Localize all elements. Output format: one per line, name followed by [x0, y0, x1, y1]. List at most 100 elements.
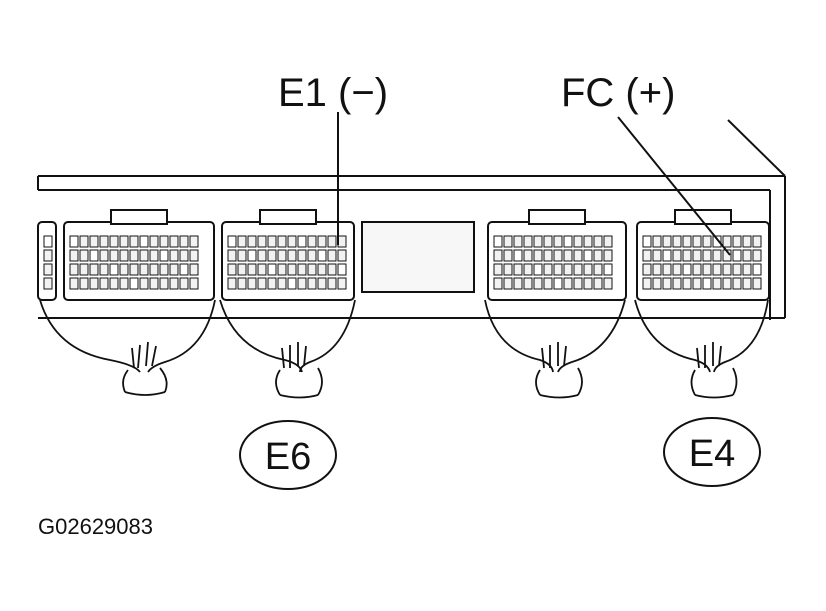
connector-pin: [247, 277, 257, 290]
connector-e4-body: [636, 209, 770, 301]
connector-pin: [642, 249, 652, 262]
connector-pin: [742, 263, 752, 276]
wire-harness-e6: [219, 299, 356, 399]
connector-pin: [722, 235, 732, 248]
connector-pin: [119, 249, 129, 262]
connector-pin: [267, 235, 277, 248]
connector-pin: [662, 249, 672, 262]
connector-pin: [307, 277, 317, 290]
connector-pin: [149, 249, 159, 262]
connector-pin: [119, 235, 129, 248]
connector-pin: [503, 277, 513, 290]
connector-pin: [287, 263, 297, 276]
connector-pin: [563, 235, 573, 248]
connector-pin: [742, 249, 752, 262]
connector-pin: [277, 263, 287, 276]
connector-pin: [159, 277, 169, 290]
wire-harness-e5: [484, 299, 626, 399]
connector-pin: [553, 263, 563, 276]
connector-pin: [702, 277, 712, 290]
connector-e5-body: [487, 209, 627, 301]
connector-pin: [752, 277, 762, 290]
connector-pin: [493, 277, 503, 290]
connector-pin: [237, 277, 247, 290]
connector-pin: [89, 263, 99, 276]
fc-terminal-label: FC (+): [561, 71, 675, 115]
connector-pin: [179, 277, 189, 290]
connector-pin: [79, 277, 89, 290]
connector-pin: [672, 235, 682, 248]
connector-pin: [227, 263, 237, 276]
connector-pin: [513, 277, 523, 290]
e1-terminal-label: E1 (−): [278, 71, 388, 115]
connector-pin: [277, 277, 287, 290]
connector-pin: [692, 235, 702, 248]
connector-pin: [79, 249, 89, 262]
connector-pin: [139, 249, 149, 262]
connector-pin: [682, 263, 692, 276]
connector-pin: [227, 235, 237, 248]
connector-pin: [702, 263, 712, 276]
connector-pin: [43, 277, 53, 290]
connector-pin: [109, 263, 119, 276]
connector-pin: [139, 235, 149, 248]
connector-pin: [237, 249, 247, 262]
connector-pin: [287, 277, 297, 290]
connector-pin: [573, 263, 583, 276]
connector-pin: [672, 263, 682, 276]
connector-pin: [139, 277, 149, 290]
connector-pin: [732, 263, 742, 276]
connector-pin: [317, 235, 327, 248]
connector-pin: [583, 235, 593, 248]
connector-pin: [149, 235, 159, 248]
connector-pin: [169, 277, 179, 290]
connector-pin: [267, 277, 277, 290]
connector-pin: [159, 263, 169, 276]
connector-pin: [513, 263, 523, 276]
connector-pin: [129, 249, 139, 262]
connector-pin: [553, 235, 563, 248]
connector-pin: [702, 235, 712, 248]
connector-pin: [287, 249, 297, 262]
connector-pin: [159, 249, 169, 262]
wire-harness-e6-left: [39, 299, 216, 396]
connector-pin: [317, 277, 327, 290]
connector-pin: [712, 263, 722, 276]
e6-connector-label: E6: [265, 436, 311, 478]
connector-pin: [563, 277, 573, 290]
connector-pin: [503, 263, 513, 276]
connector-pin: [553, 249, 563, 262]
connector-pin: [247, 235, 257, 248]
connector-pin: [119, 263, 129, 276]
connector-pin: [682, 235, 692, 248]
connector-pin: [257, 277, 267, 290]
connector-pin: [493, 263, 503, 276]
connector-pin: [593, 249, 603, 262]
connector-pin: [139, 263, 149, 276]
ecu-label-plate: [361, 221, 475, 293]
connector-e6-body-left: [63, 209, 215, 301]
connector-pin: [43, 249, 53, 262]
connector-pin: [543, 263, 553, 276]
connector-pin: [297, 235, 307, 248]
connector-pin: [493, 235, 503, 248]
connector-pin: [337, 277, 347, 290]
connector-pin: [267, 263, 277, 276]
connector-pin: [79, 263, 89, 276]
connector-pin: [109, 235, 119, 248]
connector-pin: [702, 249, 712, 262]
connector-pin: [662, 263, 672, 276]
connector-pin: [337, 235, 347, 248]
connector-pin: [257, 235, 267, 248]
wire-harness-e4: [634, 299, 769, 399]
connector-pin: [652, 263, 662, 276]
connector-pin: [179, 235, 189, 248]
connector-pin: [692, 249, 702, 262]
connector-pin: [523, 277, 533, 290]
connector-pin: [267, 249, 277, 262]
connector-pin: [662, 235, 672, 248]
connector-pin: [89, 235, 99, 248]
connector-pin: [257, 249, 267, 262]
connector-pin: [277, 249, 287, 262]
connector-pin: [169, 235, 179, 248]
